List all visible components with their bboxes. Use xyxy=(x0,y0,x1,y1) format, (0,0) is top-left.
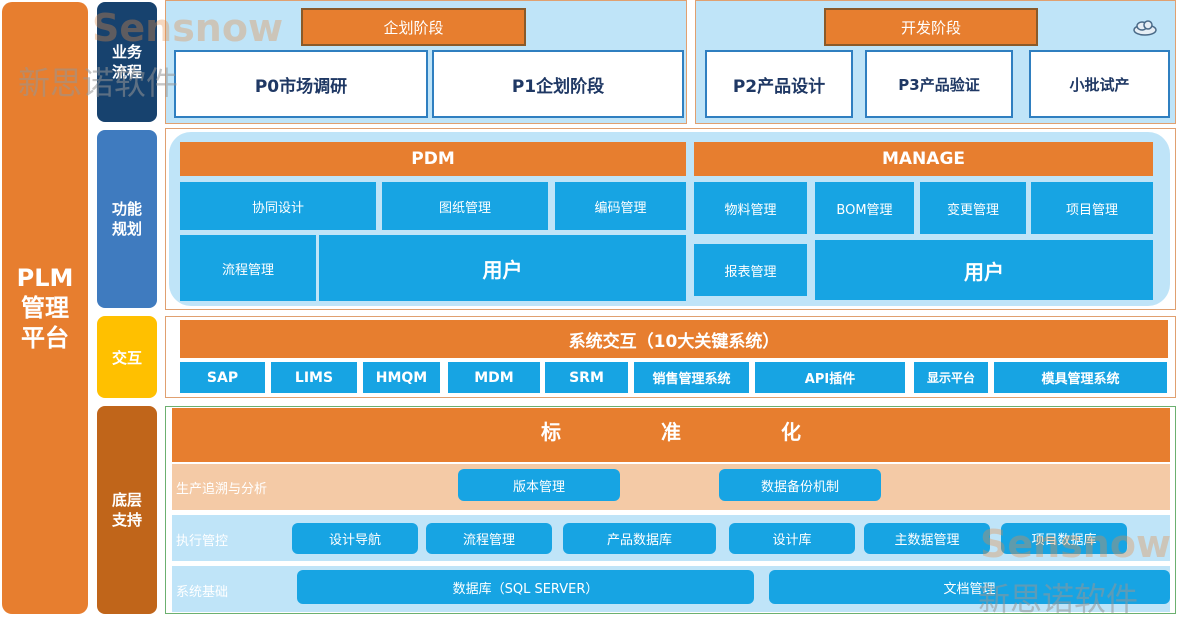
pdm-item-collab-design: 协同设计 xyxy=(180,182,376,230)
system-srm: SRM xyxy=(545,362,628,393)
watermark-logo-en-top: Sensnow xyxy=(92,6,283,50)
data-backup: 数据备份机制 xyxy=(719,469,881,501)
system-mdm: MDM xyxy=(448,362,540,393)
master-data-management: 主数据管理 xyxy=(864,523,990,554)
watermark-en-top-text: Sensnow xyxy=(92,6,284,50)
system-sales: 销售管理系统 xyxy=(634,362,749,393)
sql-server-database: 数据库（SQL SERVER） xyxy=(297,570,754,604)
manage-item-change: 变更管理 xyxy=(920,182,1026,234)
workflow-management: 流程管理 xyxy=(426,523,552,554)
stage-p0: P0市场调研 xyxy=(174,50,428,118)
row-label-base-text: 底层 支持 xyxy=(111,491,142,529)
row-label-function: 功能 规划 xyxy=(97,130,157,308)
product-database: 产品数据库 xyxy=(563,523,716,554)
system-sap: SAP xyxy=(180,362,265,393)
row-label-base: 底层 支持 xyxy=(97,406,157,614)
watermark-cn-bottom-text: 新思诺软件 xyxy=(978,580,1139,618)
manage-item-report: 报表管理 xyxy=(694,244,807,296)
row-label-business: 业务 流程 xyxy=(97,2,157,122)
pdm-item-workflow: 流程管理 xyxy=(180,235,316,301)
watermark-en-bottom-text: Sensnow xyxy=(980,522,1172,566)
watermark-cn-top-text: 新思诺软件 xyxy=(18,64,179,102)
project-database: 项目数据库 xyxy=(1001,523,1127,554)
base-row-traceability-label: 生产追溯与分析 xyxy=(176,482,268,497)
design-library: 设计库 xyxy=(729,523,855,554)
stage-small-batch: 小批试产 xyxy=(1029,50,1170,118)
row-label-business-text: 业务 流程 xyxy=(111,43,142,81)
row-label-interaction-text: 交互 xyxy=(111,348,142,367)
manage-item-material: 物料管理 xyxy=(694,182,807,234)
stage-p3: P3产品验证 xyxy=(865,50,1013,118)
manage-title: MANAGE xyxy=(694,142,1153,176)
system-lims: LIMS xyxy=(271,362,357,393)
cloud-icon xyxy=(1132,18,1158,36)
pdm-item-drawing: 图纸管理 xyxy=(382,182,548,230)
base-row-execution-label: 执行管控 xyxy=(176,534,229,549)
watermark-logo-en-bottom: Sensnow xyxy=(980,522,1171,566)
stage-p1: P1企划阶段 xyxy=(432,50,684,118)
dev-stage-header: 开发阶段 xyxy=(824,8,1038,46)
interaction-title: 系统交互（10大关键系统） xyxy=(180,320,1168,358)
platform-title: PLM 管理 平台 xyxy=(16,264,74,352)
row-label-function-text: 功能 规划 xyxy=(111,200,142,238)
manage-item-project: 项目管理 xyxy=(1031,182,1153,234)
system-api: API插件 xyxy=(755,362,905,393)
standardization-banner: 标 准 化 xyxy=(172,408,1170,462)
system-display: 显示平台 xyxy=(914,362,988,393)
base-row-foundation-label: 系统基础 xyxy=(176,585,229,600)
watermark-logo-cn-top: 新思诺软件 xyxy=(18,58,178,104)
design-navigation: 设计导航 xyxy=(292,523,418,554)
pdm-item-coding: 编码管理 xyxy=(555,182,686,230)
stage-p2: P2产品设计 xyxy=(705,50,853,118)
manage-item-bom: BOM管理 xyxy=(815,182,914,234)
document-management: 文档管理 xyxy=(769,570,1170,604)
manage-user: 用户 xyxy=(815,240,1153,300)
pdm-title: PDM xyxy=(180,142,686,176)
planning-stage-header: 企划阶段 xyxy=(301,8,526,46)
row-label-interaction: 交互 xyxy=(97,316,157,398)
system-mold: 模具管理系统 xyxy=(994,362,1167,393)
plm-platform-bar: PLM 管理 平台 xyxy=(2,2,88,614)
version-management: 版本管理 xyxy=(458,469,620,501)
watermark-logo-cn-bottom: 新思诺软件 xyxy=(978,574,1138,620)
system-hmqm: HMQM xyxy=(363,362,440,393)
base-row-traceability xyxy=(172,464,1170,510)
pdm-user: 用户 xyxy=(319,235,686,301)
